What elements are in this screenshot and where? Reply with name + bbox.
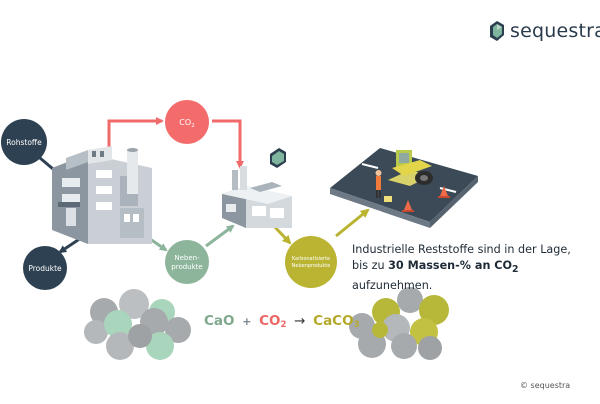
brand-name: sequestra [510, 20, 600, 42]
plant-illustration [222, 148, 292, 228]
node-karbonatisierte-line1: Karbonatisierte [292, 256, 330, 262]
node-nebenprodukte: Neben- produkte [165, 240, 209, 284]
node-nebenprodukte-line1: Neben- [174, 254, 200, 262]
molecule-cluster-cao [84, 289, 191, 360]
arrow-karbonatisierte-to-road [335, 208, 370, 238]
arrow-co2-to-plant [212, 119, 244, 169]
node-rohstoffe-label: Rohstoffe [6, 138, 42, 147]
node-produkte-label: Produkte [28, 264, 62, 273]
statement-line-2: bis zu 30 Massen-% an CO2 aufzunehmen. [352, 259, 519, 293]
statement-highlight: 30 Massen-% an CO2 [388, 259, 519, 276]
node-produkte: Produkte [23, 246, 67, 290]
arrow-nebenprodukte-to-plant [205, 224, 235, 248]
equation-plus: + [242, 315, 252, 328]
molecule-cluster-caco3 [349, 287, 449, 360]
statement-line-1: Industrielle Reststoffe sind in der Lage… [352, 243, 571, 256]
node-karbonatisierte-line2: Nebenprodukte [292, 263, 331, 269]
node-co2-label: CO2 [179, 118, 194, 129]
equation-arrow: → [294, 313, 306, 329]
node-karbonatisierte: Karbonatisierte Nebenprodukte [285, 236, 337, 288]
equation-product-caco3: CaCO3 [313, 313, 360, 330]
road-illustration [330, 148, 478, 228]
node-rohstoffe: Rohstoffe [1, 119, 47, 165]
absorption-statement: Industrielle Reststoffe sind in der Lage… [352, 242, 592, 294]
brand-logo-icon [490, 21, 504, 41]
chemical-equation: CaO + CO2 → CaCO3 [204, 313, 359, 330]
equation-reactant-cao: CaO [204, 313, 235, 329]
node-nebenprodukte-line2: produkte [171, 263, 202, 271]
equation-reactant-co2: CO2 [259, 313, 287, 330]
node-co2: CO2 [165, 100, 209, 144]
factory-illustration [52, 146, 152, 244]
copyright-notice: © sequestra [520, 381, 571, 390]
brand-logo[interactable]: sequestra [488, 20, 600, 42]
